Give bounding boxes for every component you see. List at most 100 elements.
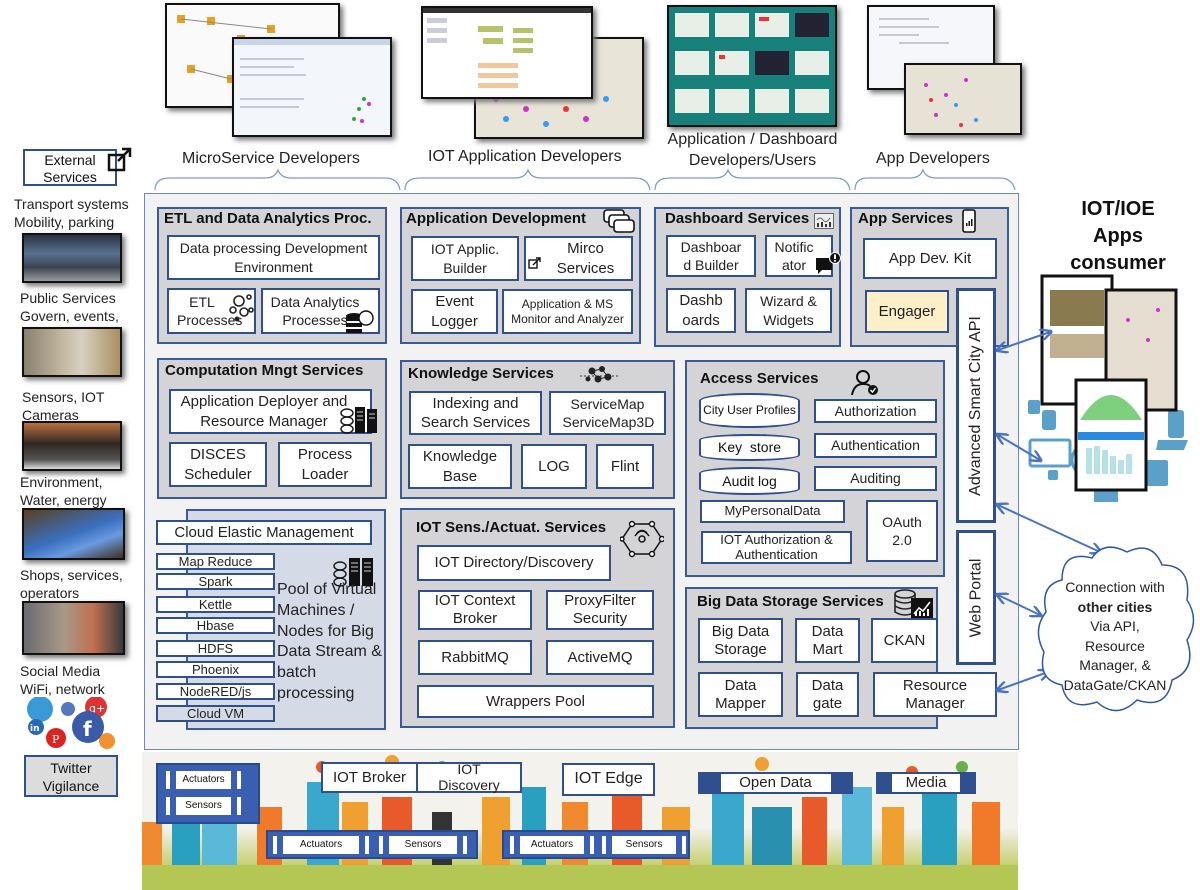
audience-braces — [154, 168, 1016, 191]
source-shops: Shops, services, operators — [20, 567, 123, 601]
app-dev-kit[interactable]: App Dev. Kit — [863, 238, 997, 279]
resource-manager[interactable]: Resource Manager — [873, 672, 997, 717]
dashboard-builder-label: Dashboar d Builder — [680, 238, 742, 273]
dashboard-panel-title: Dashboard Services — [665, 210, 810, 227]
iot-directory-discovery[interactable]: IOT Directory/Discovery — [417, 545, 611, 581]
data-analytics-label: Data Analytics Processes — [270, 293, 360, 328]
app-deployer-resource-manager[interactable]: Application Deployer and Resource Manage… — [169, 389, 372, 434]
audience-dashboard-developers: Application / Dashboard Developers/Users — [655, 130, 850, 172]
authorization[interactable]: Authorization — [814, 399, 937, 423]
iot-hexagon-icon — [620, 520, 664, 558]
etl-processes[interactable]: ETL Processes — [167, 288, 256, 334]
data-gate-label: Data gate — [811, 676, 844, 712]
process-loader[interactable]: Process Loader — [278, 442, 372, 487]
actuators-3[interactable]: Actuators — [514, 836, 590, 854]
flint[interactable]: Flint — [596, 444, 654, 489]
proxyfilter-security[interactable]: ProxyFilter Security — [546, 590, 654, 630]
cloud-line-3: Via API, Resource Manager, & DataGate/CK… — [1063, 618, 1167, 693]
iot-app-screenshot-front — [421, 6, 593, 99]
data-gate[interactable]: Data gate — [796, 672, 859, 717]
wrappers-pool[interactable]: Wrappers Pool — [417, 685, 654, 718]
network-graph-icon — [580, 366, 620, 383]
oauth[interactable]: OAuth 2.0 — [866, 500, 938, 562]
actuators-1[interactable]: Actuators — [170, 771, 237, 789]
iot-broker[interactable]: IOT Broker — [321, 762, 418, 793]
other-cities-cloud — [1037, 546, 1195, 712]
sensors-2[interactable]: Sensors — [383, 836, 463, 854]
disces-scheduler[interactable]: DISCES Scheduler — [169, 442, 267, 487]
log[interactable]: LOG — [521, 444, 587, 489]
dashboard-chart-icon — [814, 213, 834, 229]
svg-text:g+: g+ — [89, 702, 105, 715]
servicemap[interactable]: ServiceMap ServiceMap3D — [549, 391, 666, 435]
api-label: Advanced Smart City API — [967, 315, 985, 496]
advanced-smart-city-api[interactable]: Advanced Smart City API — [956, 288, 996, 523]
dashboards[interactable]: Dashb oards — [666, 288, 736, 333]
transport-photo — [22, 233, 122, 283]
app-services-title: App Services — [858, 210, 954, 227]
tool-hbase[interactable]: Hbase — [156, 617, 275, 634]
city-user-profiles-store[interactable]: City User Profiles — [699, 393, 800, 428]
data-mapper[interactable]: Data Mapper — [698, 672, 783, 717]
activemq[interactable]: ActiveMQ — [546, 640, 654, 675]
iot-discovery-label: IOT Discovery — [438, 761, 500, 793]
key-store[interactable]: Key store — [699, 434, 800, 461]
external-services-box[interactable]: External Services — [23, 149, 117, 186]
cloud-elastic-management[interactable]: Cloud Elastic Management — [156, 520, 372, 545]
iot-applic-builder[interactable]: IOT Applic. Builder — [411, 236, 519, 281]
tool-nodered[interactable]: NodeRED/js — [156, 683, 275, 700]
actuators-2[interactable]: Actuators — [277, 836, 365, 854]
event-logger[interactable]: Event Logger — [411, 289, 498, 334]
wizard-widgets[interactable]: Wizard & Widgets — [745, 288, 832, 333]
twitter-vigilance-box[interactable]: Twitter Vigilance — [24, 755, 118, 797]
cloud-line-2: other cities — [1077, 598, 1153, 615]
my-personal-data[interactable]: MyPersonalData — [700, 500, 845, 523]
iot-authorization-authentication[interactable]: IOT Authorization & Authentication — [701, 531, 852, 564]
connection-arrows — [990, 320, 1140, 700]
indexing-search-services[interactable]: Indexing and Search Services — [409, 391, 542, 435]
social-media-icons: g+ in f P — [27, 697, 115, 749]
api-to-apps-arrow — [998, 332, 1050, 350]
tool-phoenix[interactable]: Phoenix — [156, 661, 275, 678]
auditing[interactable]: Auditing — [814, 466, 937, 491]
other-cities-text: Connection with other cities Via API, Re… — [1045, 578, 1185, 696]
sensors-1[interactable]: Sensors — [170, 797, 237, 815]
media[interactable]: Media — [876, 772, 976, 794]
messenger-icon — [61, 702, 75, 716]
sensors-3[interactable]: Sensors — [606, 836, 682, 854]
micro-services-label: Mirco Services — [556, 240, 615, 277]
micro-services[interactable]: Mirco Services — [524, 236, 633, 281]
tool-map-reduce[interactable]: Map Reduce — [156, 553, 275, 570]
tool-spark[interactable]: Spark — [156, 573, 275, 590]
iot-edge[interactable]: IOT Edge — [562, 763, 655, 796]
database-brain-icon — [346, 310, 374, 333]
data-mart-label: Data Mart — [811, 622, 844, 658]
dashboard-builder[interactable]: Dashboar d Builder — [666, 235, 756, 277]
iot-discovery[interactable]: IOT Discovery — [416, 761, 522, 793]
tool-hdfs[interactable]: HDFS — [156, 640, 275, 657]
etl-panel-title: ETL and Data Analytics Proc. — [164, 210, 372, 227]
rabbitmq[interactable]: RabbitMQ — [418, 640, 532, 675]
source-public-services: Public Services Govern, events, — [20, 290, 119, 324]
data-mart[interactable]: Data Mart — [795, 618, 860, 663]
tool-kettle[interactable]: Kettle — [156, 596, 275, 613]
knowledge-base-label: Knowledge Base — [422, 448, 498, 485]
twitter-icon — [27, 697, 53, 722]
open-data[interactable]: Open Data — [698, 772, 853, 794]
notificator[interactable]: Notific ator — [765, 235, 833, 277]
knowledge-base[interactable]: Knowledge Base — [408, 444, 512, 489]
svg-text:f: f — [83, 717, 92, 741]
audit-log-store[interactable]: Audit log — [699, 467, 800, 495]
data-processing-dev-env[interactable]: Data processing Development Environment — [167, 235, 380, 280]
engager[interactable]: Engager — [865, 290, 949, 333]
database-chart-icon — [894, 589, 933, 618]
iot-context-broker[interactable]: IOT Context Broker — [418, 590, 532, 630]
big-data-storage[interactable]: Big Data Storage — [698, 618, 783, 663]
indexing-label: Indexing and Search Services — [420, 394, 531, 432]
access-panel-title: Access Services — [700, 370, 819, 387]
notification-alert-icon — [816, 252, 841, 274]
authentication[interactable]: Authentication — [814, 433, 937, 458]
app-ms-monitor-analyzer[interactable]: Application & MS Monitor and Analyzer — [502, 289, 633, 334]
tool-cloud-vm[interactable]: Cloud VM — [156, 705, 275, 722]
ckan[interactable]: CKAN — [871, 618, 938, 663]
